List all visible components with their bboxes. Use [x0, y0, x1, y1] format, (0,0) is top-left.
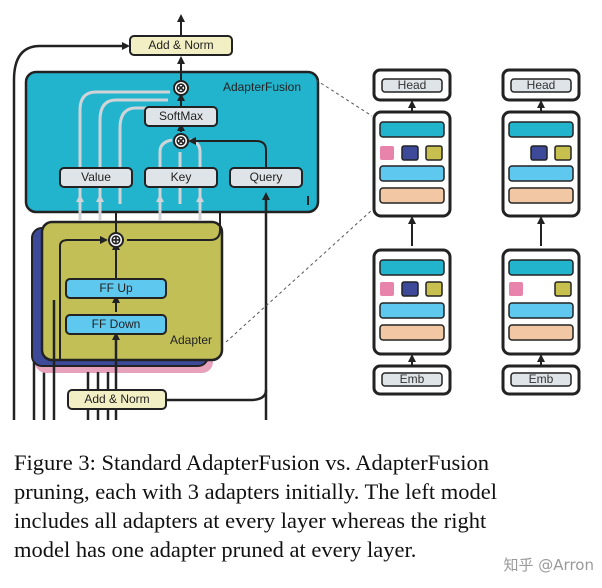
- model1-bottom-slot-olive: [425, 281, 443, 297]
- model2-emb-box: [510, 372, 572, 387]
- model1-top-slot-pink: [380, 146, 394, 160]
- query-label: Query: [250, 170, 283, 184]
- model1-top-slot-navy: [401, 145, 419, 161]
- model-pruned: Head ⋮ Emb: [501, 68, 581, 396]
- query-box: [229, 167, 303, 188]
- model1-head-label: Head: [398, 78, 427, 92]
- model1-emb-label: Emb: [400, 372, 425, 386]
- watermark: 知乎 @Arron: [482, 552, 598, 578]
- model-standard: Head ⋮ Emb: [372, 68, 452, 396]
- model2-top-slot-navy: [530, 145, 548, 161]
- adapter-skip-arrow: [59, 236, 108, 360]
- model1-dots: ⋮: [406, 221, 419, 236]
- caption-line-2: pruning, each with 3 adapters initially.…: [14, 479, 497, 504]
- model1-bottom-slot-pink: [380, 282, 394, 296]
- plus-to-fusion-line: [127, 212, 221, 241]
- multiply-bottom-icon: [173, 133, 189, 149]
- model1-emb-box: [381, 372, 443, 387]
- model2-bottom-ff: [508, 302, 574, 319]
- model2-top-attn: [508, 187, 574, 204]
- multiply-top-symbol: ⊗: [176, 80, 187, 95]
- model1-bottom-ff: [379, 302, 445, 319]
- model2-top-ff: [508, 165, 574, 182]
- model2-head-label: Head: [527, 78, 556, 92]
- zoom-connector-top: [315, 79, 373, 117]
- residual-arrow-outer: [12, 42, 130, 420]
- add-norm-top-label: Add & Norm: [148, 38, 213, 52]
- value-label: Value: [81, 170, 111, 184]
- softmax-label: SoftMax: [159, 109, 203, 123]
- zoom-connector-bottom: [225, 209, 373, 343]
- model1-bottom-attn: [379, 324, 445, 341]
- model2-head-box: [510, 78, 572, 93]
- model1-head-box: [381, 78, 443, 93]
- model2-emb-label: Emb: [529, 372, 554, 386]
- ff-down-box: [65, 314, 167, 335]
- model1-top-slot-olive: [425, 145, 443, 161]
- add-norm-bottom-label: Add & Norm: [84, 392, 149, 406]
- model1-bottom-slot-navy: [401, 281, 419, 297]
- caption-line-3: includes all adapters at every layer whe…: [14, 508, 487, 533]
- ff-up-label: FF Up: [99, 281, 133, 295]
- adapter-title: Adapter: [170, 333, 212, 347]
- add-norm-top-box: [129, 35, 233, 56]
- model1-top-ff: [379, 165, 445, 182]
- model1-top-attn: [379, 187, 445, 204]
- query-to-multiply-arrow: [188, 137, 267, 168]
- ff-down-label: FF Down: [92, 317, 141, 331]
- model1-top-fusion: [379, 121, 445, 138]
- multiply-top-icon: [173, 80, 189, 96]
- key-box: [144, 167, 218, 188]
- adapterfusion-figure: Add & Norm AdapterFusion ⊗ ⊗ SoftMax Val…: [12, 14, 581, 420]
- model2-bottom-fusion: [508, 259, 574, 276]
- caption-line-4: model has one adapter pruned at every la…: [14, 537, 417, 562]
- addnorm-to-query-line: [166, 389, 268, 402]
- ff-up-box: [65, 278, 167, 299]
- add-norm-bottom-box: [67, 389, 167, 410]
- caption-line-1: Figure 3: Standard AdapterFusion vs. Ada…: [14, 450, 489, 475]
- value-box: [59, 167, 133, 188]
- model2-bottom-slot-pink: [509, 282, 523, 296]
- model2-top-slot-olive: [554, 145, 572, 161]
- figure-caption: Figure 3: Standard AdapterFusion vs. Ada…: [14, 448, 596, 564]
- plus-symbol: ⊕: [111, 232, 122, 247]
- model1-bottom-fusion: [379, 259, 445, 276]
- model2-bottom-attn: [508, 324, 574, 341]
- model2-dots: ⋮: [535, 221, 548, 236]
- plus-icon: [108, 232, 124, 248]
- adapterfusion-title: AdapterFusion: [223, 80, 301, 94]
- model2-top-fusion: [508, 121, 574, 138]
- multiply-bottom-symbol: ⊗: [176, 133, 187, 148]
- key-label: Key: [171, 170, 192, 184]
- softmax-box: [144, 106, 218, 127]
- model2-bottom-slot-olive: [554, 281, 572, 297]
